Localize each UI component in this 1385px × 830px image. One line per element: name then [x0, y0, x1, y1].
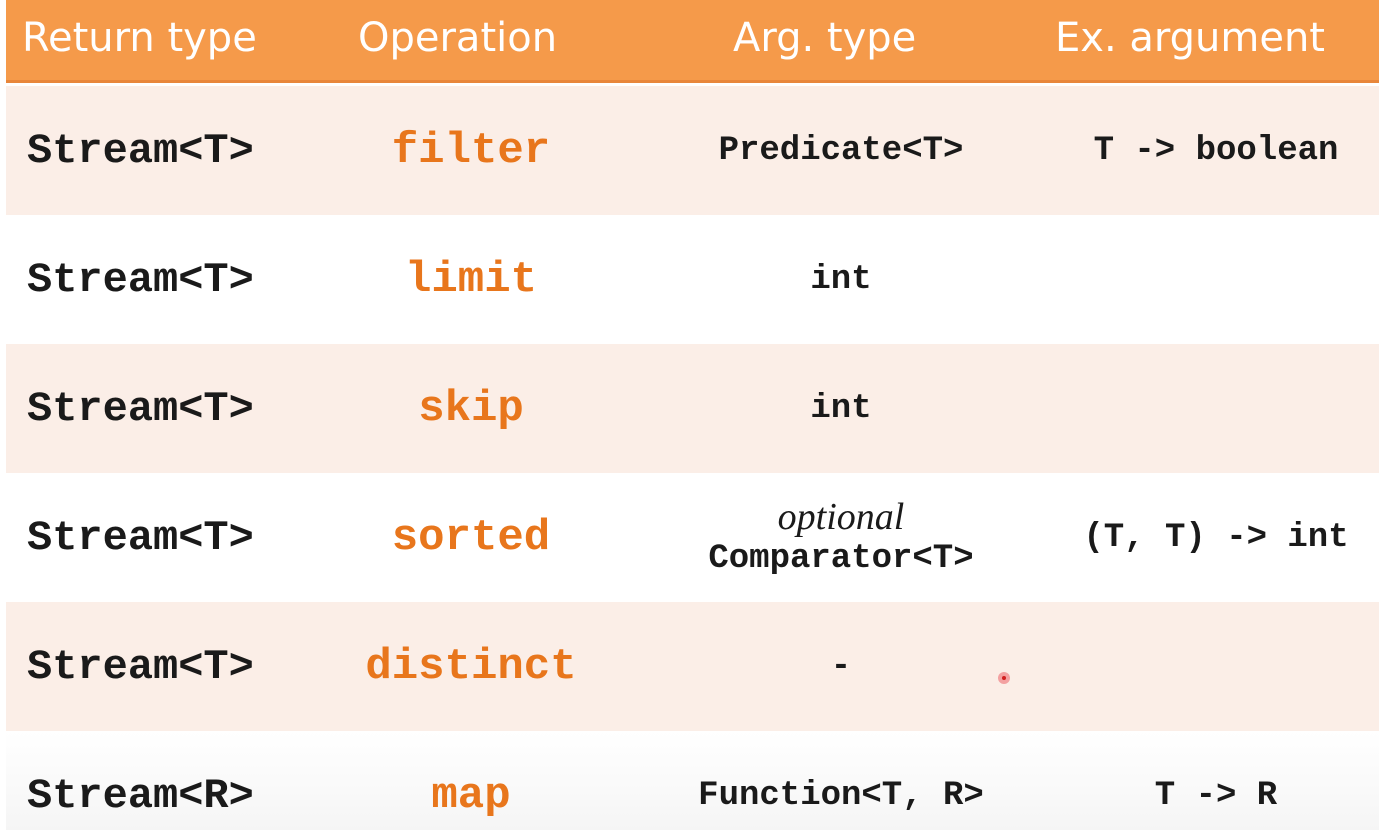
pointer-dot-icon	[998, 672, 1010, 684]
table-header: Return type Operation Arg. type Ex. argu…	[6, 0, 1379, 83]
arg-type-cell: Predicate<T>	[656, 86, 1026, 215]
arg-type-text: -	[830, 647, 852, 686]
example-argument-cell: (T, T) -> int	[1083, 518, 1349, 557]
arg-type-cell: int	[656, 215, 1026, 344]
table-row: Stream<T> sorted optional Comparator<T> …	[6, 473, 1379, 602]
arg-type-cell: int	[656, 344, 1026, 473]
header-operation: Operation	[358, 15, 558, 61]
arg-type-text: Function<T, R>	[698, 776, 984, 815]
arg-type-cell: -	[656, 602, 1026, 731]
arg-type-cell: optional Comparator<T>	[656, 473, 1026, 602]
example-argument-cell	[1046, 602, 1385, 731]
operation-cell: sorted	[391, 512, 551, 563]
arg-type-note: optional	[777, 495, 905, 538]
header-return-type: Return type	[22, 15, 257, 61]
arg-type-text: int	[810, 389, 872, 428]
header-example-argument: Ex. argument	[1055, 15, 1325, 61]
table-row: Stream<R> map Function<T, R> T -> R	[6, 731, 1379, 830]
operation-cell: map	[431, 770, 511, 821]
return-type-cell: Stream<T>	[27, 384, 254, 433]
arg-type-text: Predicate<T>	[718, 131, 964, 170]
table-row: Stream<T> skip int	[6, 344, 1379, 473]
header-arg-type: Arg. type	[733, 15, 917, 61]
example-argument-cell	[1046, 215, 1385, 344]
example-argument-cell	[1046, 344, 1385, 473]
table-row: Stream<T> filter Predicate<T> T -> boole…	[6, 86, 1379, 215]
table-row: Stream<T> distinct -	[6, 602, 1379, 731]
example-argument-cell: T -> boolean	[1093, 131, 1339, 170]
return-type-cell: Stream<T>	[27, 126, 254, 175]
arg-type-text: Comparator<T>	[708, 539, 974, 578]
table-row: Stream<T> limit int	[6, 215, 1379, 344]
arg-type-cell: Function<T, R>	[656, 731, 1026, 830]
return-type-cell: Stream<T>	[27, 513, 254, 562]
example-argument-cell: T -> R	[1154, 776, 1278, 815]
arg-type-text: int	[810, 260, 872, 299]
return-type-cell: Stream<R>	[27, 771, 254, 820]
return-type-cell: Stream<T>	[27, 642, 254, 691]
return-type-cell: Stream<T>	[27, 255, 254, 304]
operation-cell: limit	[404, 254, 538, 305]
operation-cell: skip	[418, 383, 524, 434]
operation-cell: distinct	[365, 641, 577, 692]
operation-cell: filter	[391, 125, 551, 176]
